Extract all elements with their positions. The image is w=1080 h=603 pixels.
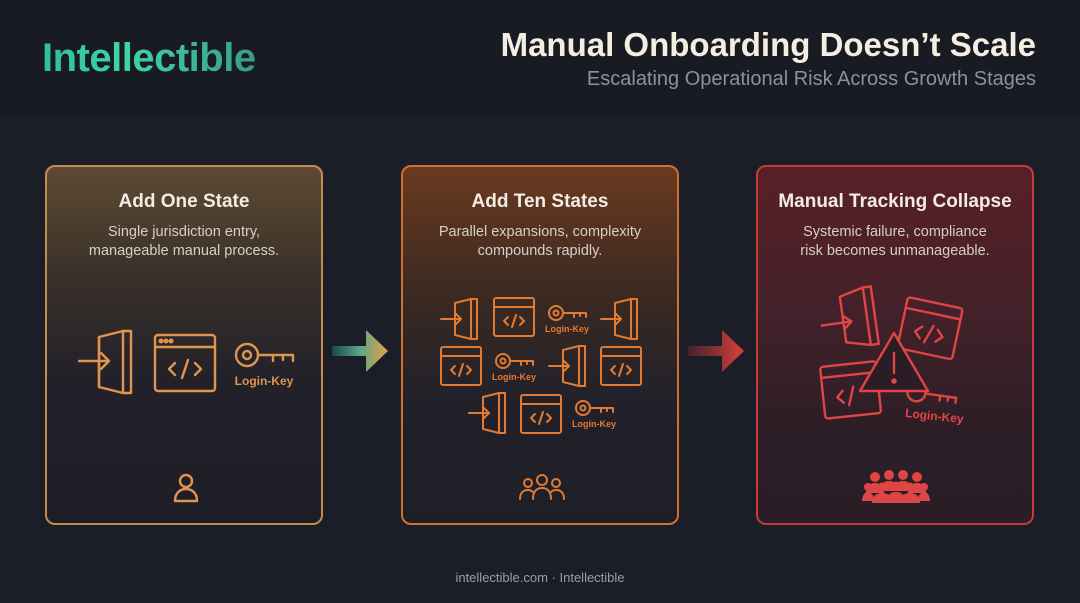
crowd-icon — [862, 470, 930, 503]
key-label: Login-Key — [545, 324, 589, 334]
stage-card-ten-states: Add Ten States Parallel expansions, comp… — [401, 165, 679, 525]
stage-icons: Login-Key — [819, 285, 965, 503]
stage-description-line: Single jurisdiction entry, — [107, 224, 261, 240]
code-window-icon — [819, 360, 883, 420]
code-window-icon — [153, 333, 217, 393]
door-enter-icon — [548, 345, 586, 387]
door-enter-icon — [468, 392, 506, 434]
door-enter-icon — [77, 329, 133, 395]
stage-description-line: compounds rapidly. — [477, 243, 603, 259]
group-icon — [519, 474, 565, 500]
code-window-icon — [440, 346, 482, 386]
stage-description: Systemic failure, compliance risk become… — [768, 223, 1022, 261]
key-icon — [495, 353, 534, 369]
person-icon — [173, 473, 199, 503]
header: Intellectible Manual Onboarding Doesn’t … — [0, 0, 1080, 118]
code-window-icon — [493, 297, 535, 337]
code-window-icon — [896, 296, 964, 361]
arrow-stage-2-to-3 — [688, 330, 744, 372]
brand-logo[interactable]: Intellectible — [42, 36, 256, 80]
page-title: Manual Onboarding Doesn’t Scale — [500, 26, 1036, 63]
stage-description: Parallel expansions, complexity compound… — [413, 223, 667, 261]
key-label: Login-Key — [492, 372, 536, 382]
stage-description-line: Parallel expansions, complexity — [438, 224, 642, 240]
stage-title: Manual Tracking Collapse — [778, 191, 1012, 212]
key-label: Login-Key — [572, 419, 616, 429]
key-label: Login-Key — [905, 406, 965, 426]
key-label: Login-Key — [235, 374, 294, 388]
stage-card-one-state: Add One State Single jurisdiction entry,… — [45, 165, 323, 525]
stage-description-line: Systemic failure, compliance — [803, 224, 987, 240]
stage-description-line: risk becomes unmanageable. — [800, 243, 990, 259]
stage-icons: Login-Key Login-Key Login-Key — [440, 297, 642, 500]
stage-description-line: manageable manual process. — [88, 243, 280, 259]
door-enter-icon — [440, 298, 478, 340]
footer-text[interactable]: intellectible.com · Intellectible — [455, 570, 625, 585]
stage-icons: Login-Key — [77, 329, 295, 503]
page-subtitle: Escalating Operational Risk Across Growt… — [586, 68, 1036, 90]
code-window-icon — [600, 346, 642, 386]
warning-triangle-icon — [858, 331, 930, 393]
key-icon — [548, 305, 587, 321]
stage-title: Add Ten States — [471, 191, 609, 212]
stage-card-collapse: Manual Tracking Collapse Systemic failur… — [756, 165, 1034, 525]
stage-title: Add One State — [118, 191, 250, 212]
stage-description: Single jurisdiction entry, manageable ma… — [57, 223, 311, 261]
arrow-stage-1-to-2 — [332, 330, 388, 372]
key-icon — [575, 400, 614, 416]
door-enter-icon — [600, 298, 638, 340]
key-icon — [234, 342, 295, 368]
door-enter-icon — [820, 285, 880, 347]
code-window-icon — [520, 394, 562, 434]
